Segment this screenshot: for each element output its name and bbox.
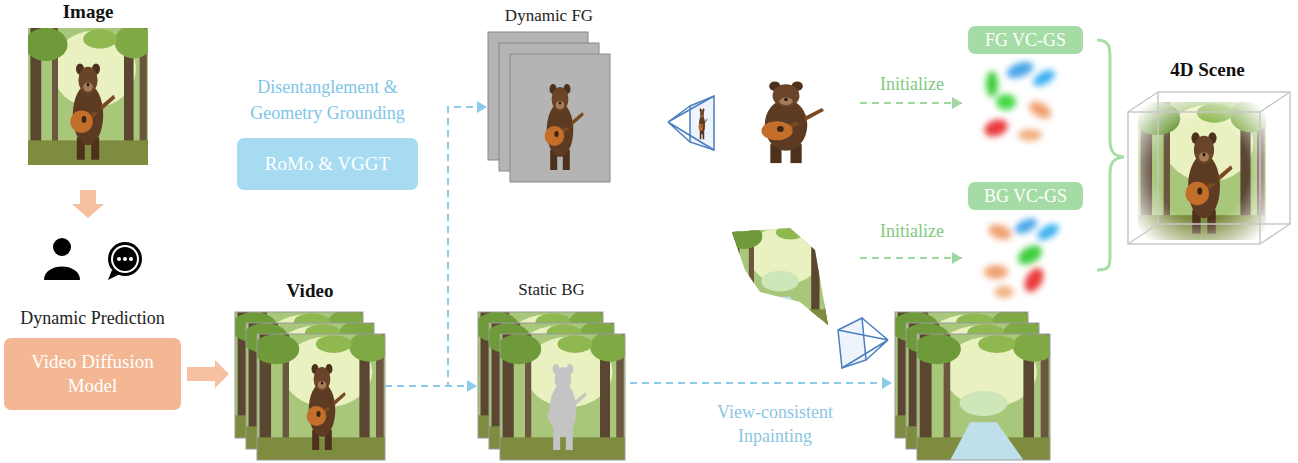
heading: 4D Scene [1170,59,1244,81]
scene-cube [1128,92,1290,246]
forest [24,25,152,165]
user-icon [44,238,80,280]
box-label: RoMo & VGGT [257,152,398,176]
image-panel: 4D Scene [1125,95,1290,245]
frame-border [500,334,625,460]
image-panel: Video [235,312,385,460]
inpainting-arrow [630,382,892,384]
flow-arrow [385,385,477,387]
video-frames [231,309,390,460]
frame-border [917,334,1050,460]
image-plane [838,318,866,368]
heading: Dynamic Prediction [20,307,164,329]
gaussian [1015,242,1046,269]
gaussian [1013,215,1040,236]
process-box: BG VC-GS [968,182,1083,210]
dot [123,257,127,261]
box-label: FG VC-GS [977,29,1074,51]
down-arrow [72,190,104,218]
flow-arrow [187,360,229,388]
gaussian [1026,98,1054,122]
gaussian [986,221,1013,242]
dot [129,257,133,261]
process-box: Disentanglement & Geometry GroundingRoMo… [237,138,418,190]
gaussian [994,286,1014,298]
inpainted-frames [891,309,1055,460]
annotation: Initialize [880,219,944,243]
heading: Video [287,280,334,302]
frame [496,331,630,460]
image-panel: Static BG [478,312,625,460]
annotation: Initialize [880,72,944,96]
bear [70,63,115,159]
fg-gaussians [982,59,1057,141]
heading: Static BG [518,279,585,301]
cube-edges [1128,92,1290,244]
user-body [44,267,80,281]
bubble-ring [111,245,139,273]
frustum [838,318,888,368]
bg-camera [838,318,888,368]
dot [117,257,121,261]
gaussian [982,116,1010,139]
forest [725,222,836,328]
frame [253,331,390,460]
gaussian [996,94,1016,110]
fg-camera [668,96,714,150]
point-cloud [725,222,836,328]
heading: Disentanglement & Geometry Grounding [238,74,418,126]
image-panel: Image [28,28,148,165]
input-image [24,25,152,165]
mask [548,364,587,450]
gaussian [984,265,1008,279]
gaussian [986,71,998,97]
bear [545,84,584,170]
image-panel: Dynamic FG [488,32,610,182]
frame [510,54,610,182]
bubble [113,247,137,271]
bg-gaussians [984,215,1061,298]
bear [698,108,707,139]
bear [307,364,346,450]
gaussian [1035,221,1062,243]
fg-bear [761,81,824,163]
frame-border [257,334,385,460]
static-bg-frames [474,309,630,460]
gaussian [1004,59,1035,82]
gaussian [1021,265,1048,296]
frame [913,331,1055,460]
gaussian [1031,67,1058,89]
box-label: Video Diffusion Model [4,350,181,398]
heading: Image [63,1,114,23]
process-box: Dynamic PredictionVideo Diffusion Model [4,338,181,410]
dynamic-fg-frames [488,32,610,182]
user-head [53,238,71,256]
brace [1097,40,1124,270]
bubble-tail [108,270,120,280]
frustum [668,96,714,150]
annotation: View-consistent Inpainting [700,400,850,448]
chat-icon [108,242,142,280]
initialize-arrow [860,102,962,104]
gaussian [1018,129,1042,141]
heading: Dynamic FG [505,5,593,27]
box-label: BG VC-GS [976,185,1075,207]
initialize-arrow [860,257,962,259]
process-box: FG VC-GS [968,26,1083,54]
